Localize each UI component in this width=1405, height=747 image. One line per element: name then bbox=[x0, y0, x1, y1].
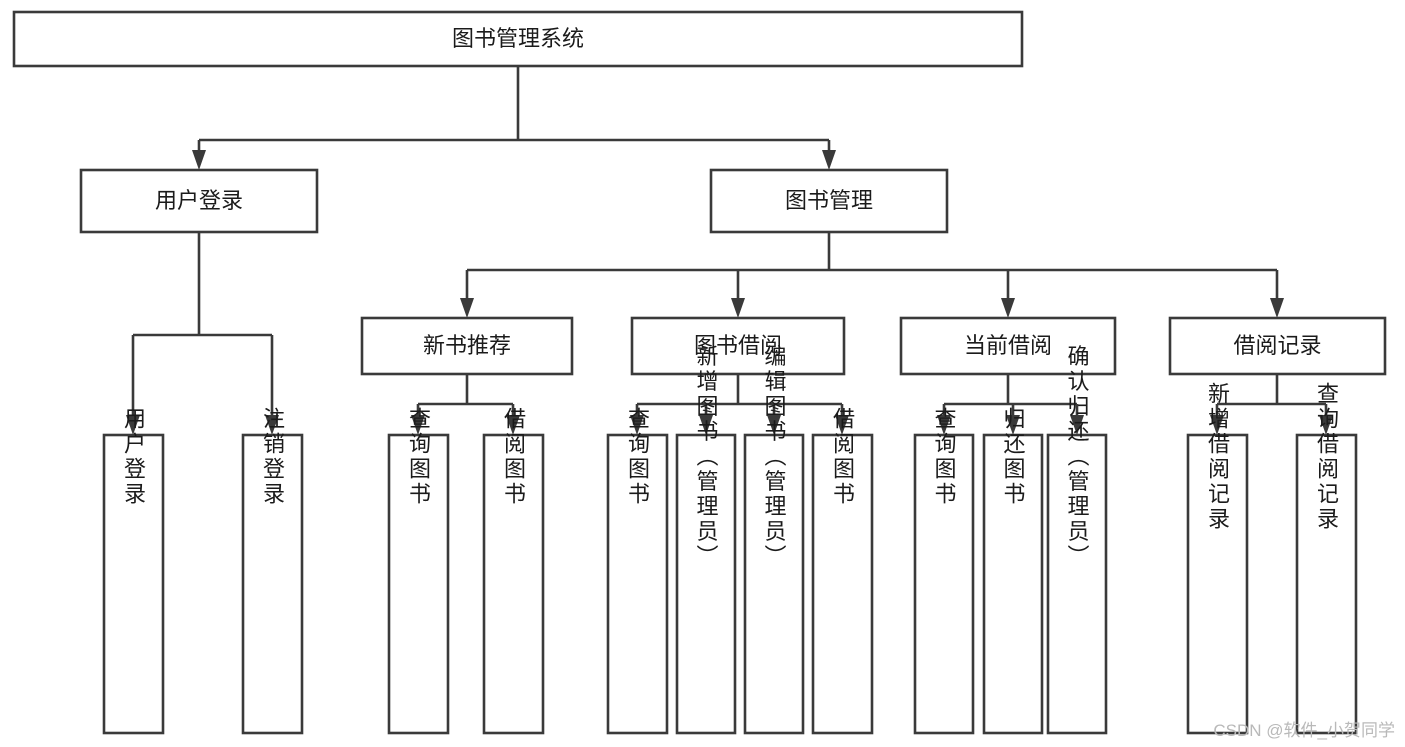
connector-edge-book-management bbox=[460, 232, 1284, 318]
submodule-node-borrow-record[interactable]: 借阅记录 bbox=[1168, 316, 1387, 376]
leaf-node-leaf-query-book-borrow[interactable]: 查询图书 bbox=[606, 407, 669, 735]
connector-edge-book-borrow bbox=[630, 374, 849, 435]
node-box[interactable] bbox=[630, 316, 846, 376]
node-box[interactable] bbox=[387, 433, 450, 735]
node-box[interactable] bbox=[899, 316, 1117, 376]
node-label: 注销登录 bbox=[260, 407, 285, 507]
node-label: 借阅图书 bbox=[501, 407, 526, 507]
node-label: 查询图书 bbox=[406, 407, 431, 507]
node-box[interactable] bbox=[1295, 433, 1358, 735]
leaf-node-leaf-add-book[interactable]: 新增图书（管理员） bbox=[675, 345, 737, 735]
node-box[interactable] bbox=[709, 168, 949, 234]
leaf-node-leaf-query-borrow-record[interactable]: 查询借阅记录 bbox=[1295, 382, 1358, 735]
node-box[interactable] bbox=[79, 168, 319, 234]
leaf-node-leaf-return-book[interactable]: 归还图书 bbox=[982, 407, 1044, 735]
node-label: 借阅图书 bbox=[830, 407, 855, 507]
connector-edge-current-borrow bbox=[937, 374, 1084, 435]
connector-edge-user-login bbox=[126, 232, 279, 435]
node-label: 归还图书 bbox=[1001, 407, 1026, 507]
leaf-node-leaf-borrow-book[interactable]: 借阅图书 bbox=[811, 407, 874, 735]
leaf-node-leaf-query-book-current[interactable]: 查询图书 bbox=[913, 407, 975, 735]
node-label: 编辑图书（管理员） bbox=[762, 345, 787, 570]
arrow-head-icon bbox=[835, 415, 849, 435]
node-box[interactable] bbox=[1046, 433, 1108, 735]
node-label: 当前借阅 bbox=[964, 333, 1052, 358]
edges-layer bbox=[126, 66, 1333, 435]
node-label: 查询图书 bbox=[625, 407, 650, 507]
node-box[interactable] bbox=[241, 433, 304, 735]
module-node-book-management[interactable]: 图书管理 bbox=[709, 168, 949, 234]
arrow-head-icon bbox=[411, 415, 425, 435]
node-label: 图书管理 bbox=[785, 188, 873, 213]
node-box[interactable] bbox=[913, 433, 975, 735]
arrow-head-icon bbox=[1006, 415, 1020, 435]
node-label: 借阅记录 bbox=[1233, 333, 1321, 358]
arrow-head-icon bbox=[822, 150, 836, 170]
root-node-root[interactable]: 图书管理系统 bbox=[12, 10, 1024, 68]
arrow-head-icon bbox=[767, 415, 781, 435]
node-label: 新书推荐 bbox=[423, 333, 511, 358]
arrow-head-icon bbox=[192, 150, 206, 170]
node-box[interactable] bbox=[606, 433, 669, 735]
connector-edge-new-book-recommend bbox=[411, 374, 520, 435]
leaf-node-leaf-add-borrow-record[interactable]: 新增借阅记录 bbox=[1186, 382, 1249, 735]
connector-edge-root bbox=[192, 66, 836, 170]
arrow-head-icon bbox=[460, 298, 474, 318]
connector-edge-borrow-record bbox=[1210, 374, 1333, 435]
submodule-node-current-borrow[interactable]: 当前借阅 bbox=[899, 316, 1117, 376]
arrow-head-icon bbox=[265, 415, 279, 435]
arrow-head-icon bbox=[699, 415, 713, 435]
arrow-head-icon bbox=[731, 298, 745, 318]
leaf-node-leaf-confirm-return[interactable]: 确认归还（管理员） bbox=[1046, 345, 1108, 735]
leaf-node-leaf-query-book-recommend[interactable]: 查询图书 bbox=[387, 407, 450, 735]
submodule-node-book-borrow[interactable]: 图书借阅 bbox=[630, 316, 846, 376]
node-label: 新增图书（管理员） bbox=[694, 345, 719, 570]
submodule-node-new-book-recommend[interactable]: 新书推荐 bbox=[360, 316, 574, 376]
arrow-head-icon bbox=[506, 415, 520, 435]
node-label: 查询图书 bbox=[932, 407, 957, 507]
node-label: 确认归还（管理员） bbox=[1065, 345, 1090, 570]
leaf-node-leaf-edit-book[interactable]: 编辑图书（管理员） bbox=[743, 345, 805, 735]
node-box[interactable] bbox=[102, 433, 165, 735]
node-label: 用户登录 bbox=[121, 407, 146, 507]
node-box[interactable] bbox=[743, 433, 805, 735]
node-box[interactable] bbox=[1168, 316, 1387, 376]
module-node-user-login[interactable]: 用户登录 bbox=[79, 168, 319, 234]
arrow-head-icon bbox=[1210, 415, 1224, 435]
csdn-watermark: CSDN @软件_小贺同学 bbox=[1213, 721, 1395, 740]
arrow-head-icon bbox=[1001, 298, 1015, 318]
arrow-head-icon bbox=[937, 415, 951, 435]
arrow-head-icon bbox=[630, 415, 644, 435]
node-label: 查询借阅记录 bbox=[1314, 382, 1339, 532]
node-box[interactable] bbox=[482, 433, 545, 735]
nodes-layer: 图书管理系统用户登录图书管理新书推荐图书借阅当前借阅借阅记录用户登录注销登录查询… bbox=[12, 10, 1387, 735]
node-box[interactable] bbox=[811, 433, 874, 735]
node-label: 图书借阅 bbox=[694, 333, 782, 358]
leaf-node-leaf-logout[interactable]: 注销登录 bbox=[241, 407, 304, 735]
arrow-head-icon bbox=[1319, 415, 1333, 435]
node-box[interactable] bbox=[1186, 433, 1249, 735]
node-box[interactable] bbox=[982, 433, 1044, 735]
node-box[interactable] bbox=[360, 316, 574, 376]
node-label: 新增借阅记录 bbox=[1205, 382, 1230, 532]
node-box[interactable] bbox=[675, 433, 737, 735]
arrow-head-icon bbox=[1070, 415, 1084, 435]
arrow-head-icon bbox=[126, 415, 140, 435]
arrow-head-icon bbox=[1270, 298, 1284, 318]
node-label: 用户登录 bbox=[155, 188, 243, 213]
node-label: 图书管理系统 bbox=[452, 26, 584, 51]
node-box[interactable] bbox=[12, 10, 1024, 68]
leaf-node-leaf-borrow-book-recommend[interactable]: 借阅图书 bbox=[482, 407, 545, 735]
leaf-node-leaf-user-login[interactable]: 用户登录 bbox=[102, 407, 165, 735]
